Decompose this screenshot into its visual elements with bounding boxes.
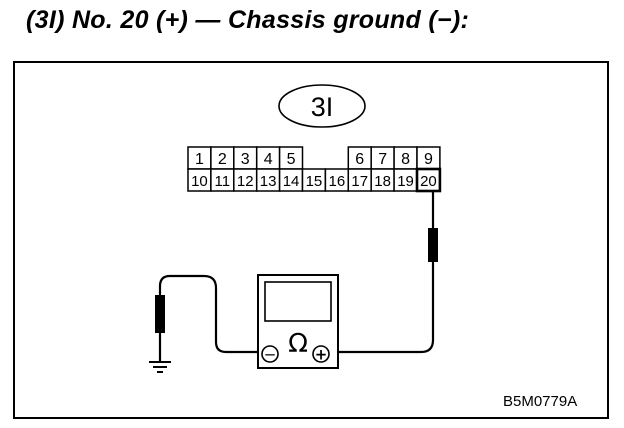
connector-label-ellipse <box>278 84 366 128</box>
terminal-number-4: 4 <box>264 151 273 168</box>
terminal-cell-20 <box>415 167 442 193</box>
figure-code: B5M0779A <box>503 393 578 410</box>
chassis-ground-icon <box>149 361 171 373</box>
lead-wire-lower <box>329 262 435 354</box>
terminal-number-20: 20 <box>420 173 437 190</box>
negative-terminal-label: − <box>264 346 277 364</box>
lead-wire-negative <box>158 274 262 354</box>
negative-terminal-icon <box>261 345 279 363</box>
terminal-number-9: 9 <box>424 151 433 168</box>
connector-label: 3I <box>278 84 366 128</box>
terminal-number-6: 6 <box>355 151 364 168</box>
terminal-number-10: 10 <box>191 173 208 190</box>
ohm-symbol: Ω <box>288 329 308 359</box>
meter-display <box>264 281 332 322</box>
probe-handle-positive <box>428 228 438 262</box>
terminal-number-1: 1 <box>195 151 204 168</box>
positive-terminal-label: + <box>315 346 328 364</box>
terminal-number-12: 12 <box>237 173 254 190</box>
terminal-number-16: 16 <box>329 173 346 190</box>
terminal-number-11: 11 <box>215 173 231 190</box>
terminal-number-5: 5 <box>287 151 296 168</box>
negative-test-lead <box>155 274 262 362</box>
probe-handle-negative <box>155 295 165 333</box>
positive-test-lead <box>329 192 438 354</box>
terminal-number-14: 14 <box>283 173 300 190</box>
terminal-number-17: 17 <box>351 173 368 190</box>
terminal-number-3: 3 <box>241 151 250 168</box>
terminal-number-18: 18 <box>374 173 391 190</box>
terminal-number-7: 7 <box>378 151 387 168</box>
terminal-number-8: 8 <box>401 151 410 168</box>
terminal-number-13: 13 <box>260 173 277 190</box>
positive-terminal-icon <box>312 345 330 363</box>
connector-label-text: 3I <box>311 92 334 122</box>
diagram-frame <box>13 61 609 419</box>
figure-heading: (3I) No. 20 (+) — Chassis ground (−): <box>26 6 470 34</box>
terminal-number-19: 19 <box>397 173 414 190</box>
terminal-number-15: 15 <box>306 173 323 190</box>
terminal-number-2: 2 <box>218 151 227 168</box>
ohmmeter: Ω − + <box>257 274 339 369</box>
